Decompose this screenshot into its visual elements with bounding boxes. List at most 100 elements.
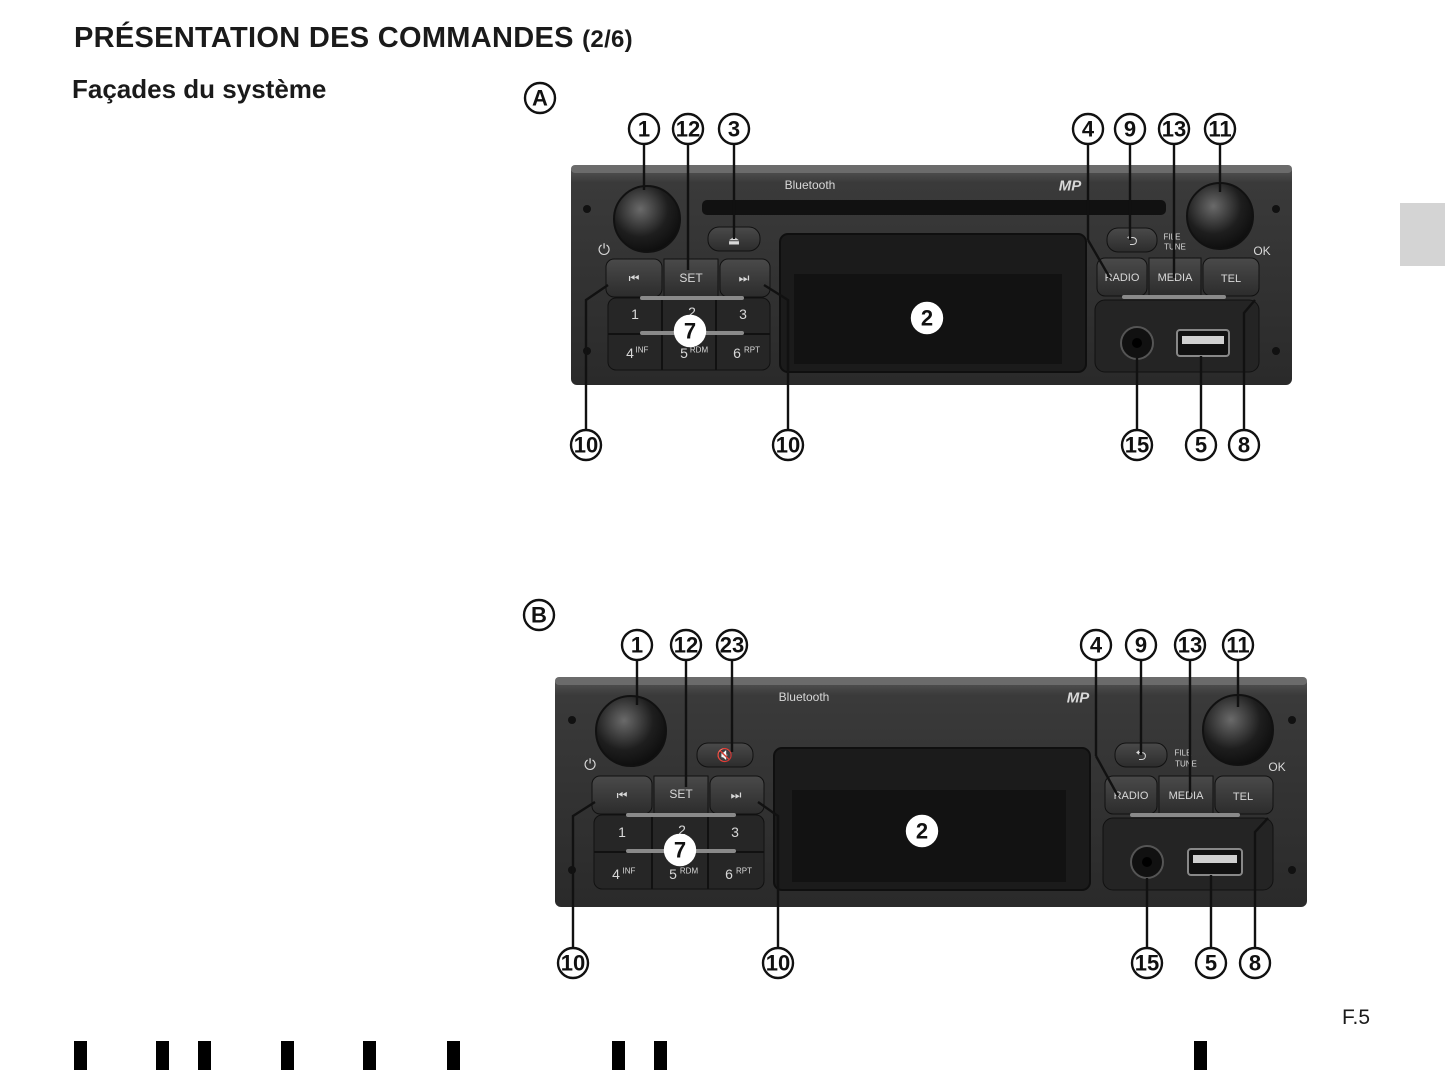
svg-text:12: 12 xyxy=(674,633,698,658)
preset-3[interactable]: 3 xyxy=(731,824,739,840)
callout-a-1: 1 xyxy=(627,112,661,146)
prev-icon: ⏮ xyxy=(617,788,628,802)
ok-label: OK xyxy=(1268,760,1285,774)
callout-a-11: 11 xyxy=(1203,112,1237,146)
preset-6-sub: RPT xyxy=(744,346,760,355)
preset-2[interactable]: 2 xyxy=(688,304,696,320)
print-mark xyxy=(156,1041,169,1070)
prev-icon: ⏮ xyxy=(629,271,640,285)
preset-6[interactable]: 6 xyxy=(725,866,733,882)
media-label: MEDIA xyxy=(1158,272,1194,284)
preset-3[interactable]: 3 xyxy=(739,306,747,322)
power-icon: ⏻ xyxy=(584,757,596,774)
next-button[interactable] xyxy=(709,775,765,815)
tel-label: TEL xyxy=(1233,791,1253,803)
callout-b-23: 23 xyxy=(715,628,749,662)
svg-text:9: 9 xyxy=(1135,633,1147,658)
page-part: (2/6) xyxy=(582,26,633,53)
preset-6-sub: RPT xyxy=(736,867,752,876)
back-button[interactable] xyxy=(1106,227,1158,253)
callout-a-2: 2 xyxy=(910,301,944,335)
callout-b-15: 15 xyxy=(1130,946,1164,980)
back-icon: ⮌ xyxy=(1126,232,1137,248)
radio-label: RADIO xyxy=(1114,790,1149,802)
cd-slot xyxy=(702,200,1166,215)
callout-b-12: 12 xyxy=(669,628,703,662)
svg-text:12: 12 xyxy=(676,117,700,142)
next-icon: ⏭ xyxy=(731,788,742,802)
callout-a-15: 15 xyxy=(1120,428,1154,462)
svg-text:8: 8 xyxy=(1238,433,1250,458)
print-mark xyxy=(363,1041,376,1070)
callout-b-7: 7 xyxy=(663,833,697,867)
next-icon: ⏭ xyxy=(739,271,750,285)
print-mark xyxy=(447,1041,460,1070)
tel-button[interactable] xyxy=(1202,257,1260,297)
mute-button[interactable] xyxy=(696,742,754,768)
preset-1[interactable]: 1 xyxy=(618,824,626,840)
brand-label: Bluetooth xyxy=(785,178,836,192)
preset-1[interactable]: 1 xyxy=(631,306,639,322)
page-title: PRÉSENTATION DES COMMANDES (2/6) xyxy=(74,22,633,54)
callout-a-13: 13 xyxy=(1157,112,1191,146)
preset-2[interactable]: 2 xyxy=(678,822,686,838)
tune-label: TUNE xyxy=(1175,760,1197,769)
preset-5[interactable]: 5 xyxy=(680,345,688,361)
ok-label: OK xyxy=(1253,244,1270,258)
prev-button[interactable] xyxy=(591,775,653,815)
media-button[interactable] xyxy=(1158,775,1214,815)
preset-5[interactable]: 5 xyxy=(669,866,677,882)
set-label: SET xyxy=(679,271,703,285)
svg-text:4: 4 xyxy=(1090,633,1103,658)
tune-knob[interactable] xyxy=(1186,182,1254,250)
svg-text:4: 4 xyxy=(1082,117,1095,142)
page-folio: F.5 xyxy=(1342,1006,1371,1029)
callout-b-5: 5 xyxy=(1194,946,1228,980)
volume-knob[interactable] xyxy=(595,695,667,767)
callout-a-8: 8 xyxy=(1227,428,1261,462)
radio-unit-a: Bluetooth MP ⏻ ⏏ ⏮ SET ⏭ 1 2 3 4 INF xyxy=(571,165,1292,385)
preset-6[interactable]: 6 xyxy=(733,345,741,361)
svg-text:13: 13 xyxy=(1178,633,1202,658)
preset-4[interactable]: 4 xyxy=(626,345,634,361)
print-mark xyxy=(654,1041,667,1070)
print-mark xyxy=(198,1041,211,1070)
svg-text:15: 15 xyxy=(1135,951,1159,976)
svg-text:8: 8 xyxy=(1249,951,1261,976)
prev-button[interactable] xyxy=(605,258,663,298)
svg-text:5: 5 xyxy=(1195,433,1207,458)
media-label: MEDIA xyxy=(1169,790,1205,802)
svg-text:13: 13 xyxy=(1162,117,1186,142)
tel-button[interactable] xyxy=(1214,775,1274,815)
callout-a-3: 3 xyxy=(717,112,751,146)
callout-b-1: 1 xyxy=(620,628,654,662)
callout-b-8: 8 xyxy=(1238,946,1272,980)
file-label: FILE xyxy=(1164,233,1181,242)
figure-a: A Bluetooth MP ⏻ ⏏ ⏮ SET ⏭ xyxy=(523,81,1292,462)
svg-text:10: 10 xyxy=(776,433,800,458)
print-mark xyxy=(612,1041,625,1070)
callout-b-10-right: 10 xyxy=(761,946,795,980)
mute-icon: 🔇 xyxy=(717,748,733,763)
preset-4[interactable]: 4 xyxy=(612,866,620,882)
callout-a-10-right: 10 xyxy=(771,428,805,462)
callout-a-12: 12 xyxy=(671,112,705,146)
callout-a-9: 9 xyxy=(1113,112,1147,146)
volume-knob[interactable] xyxy=(613,185,681,253)
preset-4-sub: INF xyxy=(623,867,636,876)
power-icon: ⏻ xyxy=(598,242,610,259)
svg-text:23: 23 xyxy=(720,633,744,658)
preset-5-sub: RDM xyxy=(690,346,709,355)
radio-button[interactable] xyxy=(1096,257,1148,297)
callout-b-10-left: 10 xyxy=(556,946,590,980)
mp3-badge: MP xyxy=(1067,690,1090,707)
svg-text:2: 2 xyxy=(921,306,933,331)
svg-text:11: 11 xyxy=(1226,633,1249,658)
svg-text:11: 11 xyxy=(1208,117,1231,142)
next-button[interactable] xyxy=(719,258,771,298)
figure-letter-b: B xyxy=(522,598,556,632)
svg-text:3: 3 xyxy=(728,117,740,142)
callout-a-4: 4 xyxy=(1071,112,1105,146)
eject-icon: ⏏ xyxy=(728,233,740,248)
